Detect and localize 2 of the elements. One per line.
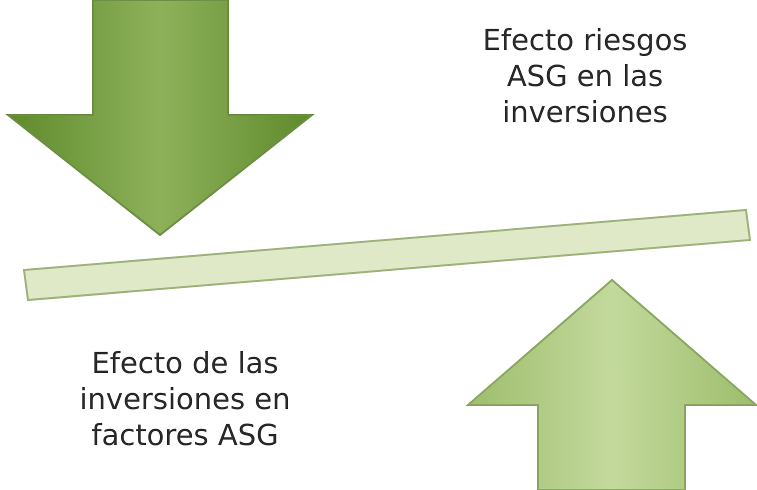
effect-label: Efecto de las inversiones en factores ASG [78, 345, 292, 453]
effect-label: Efecto riesgos ASG en las inversiones [482, 22, 688, 130]
